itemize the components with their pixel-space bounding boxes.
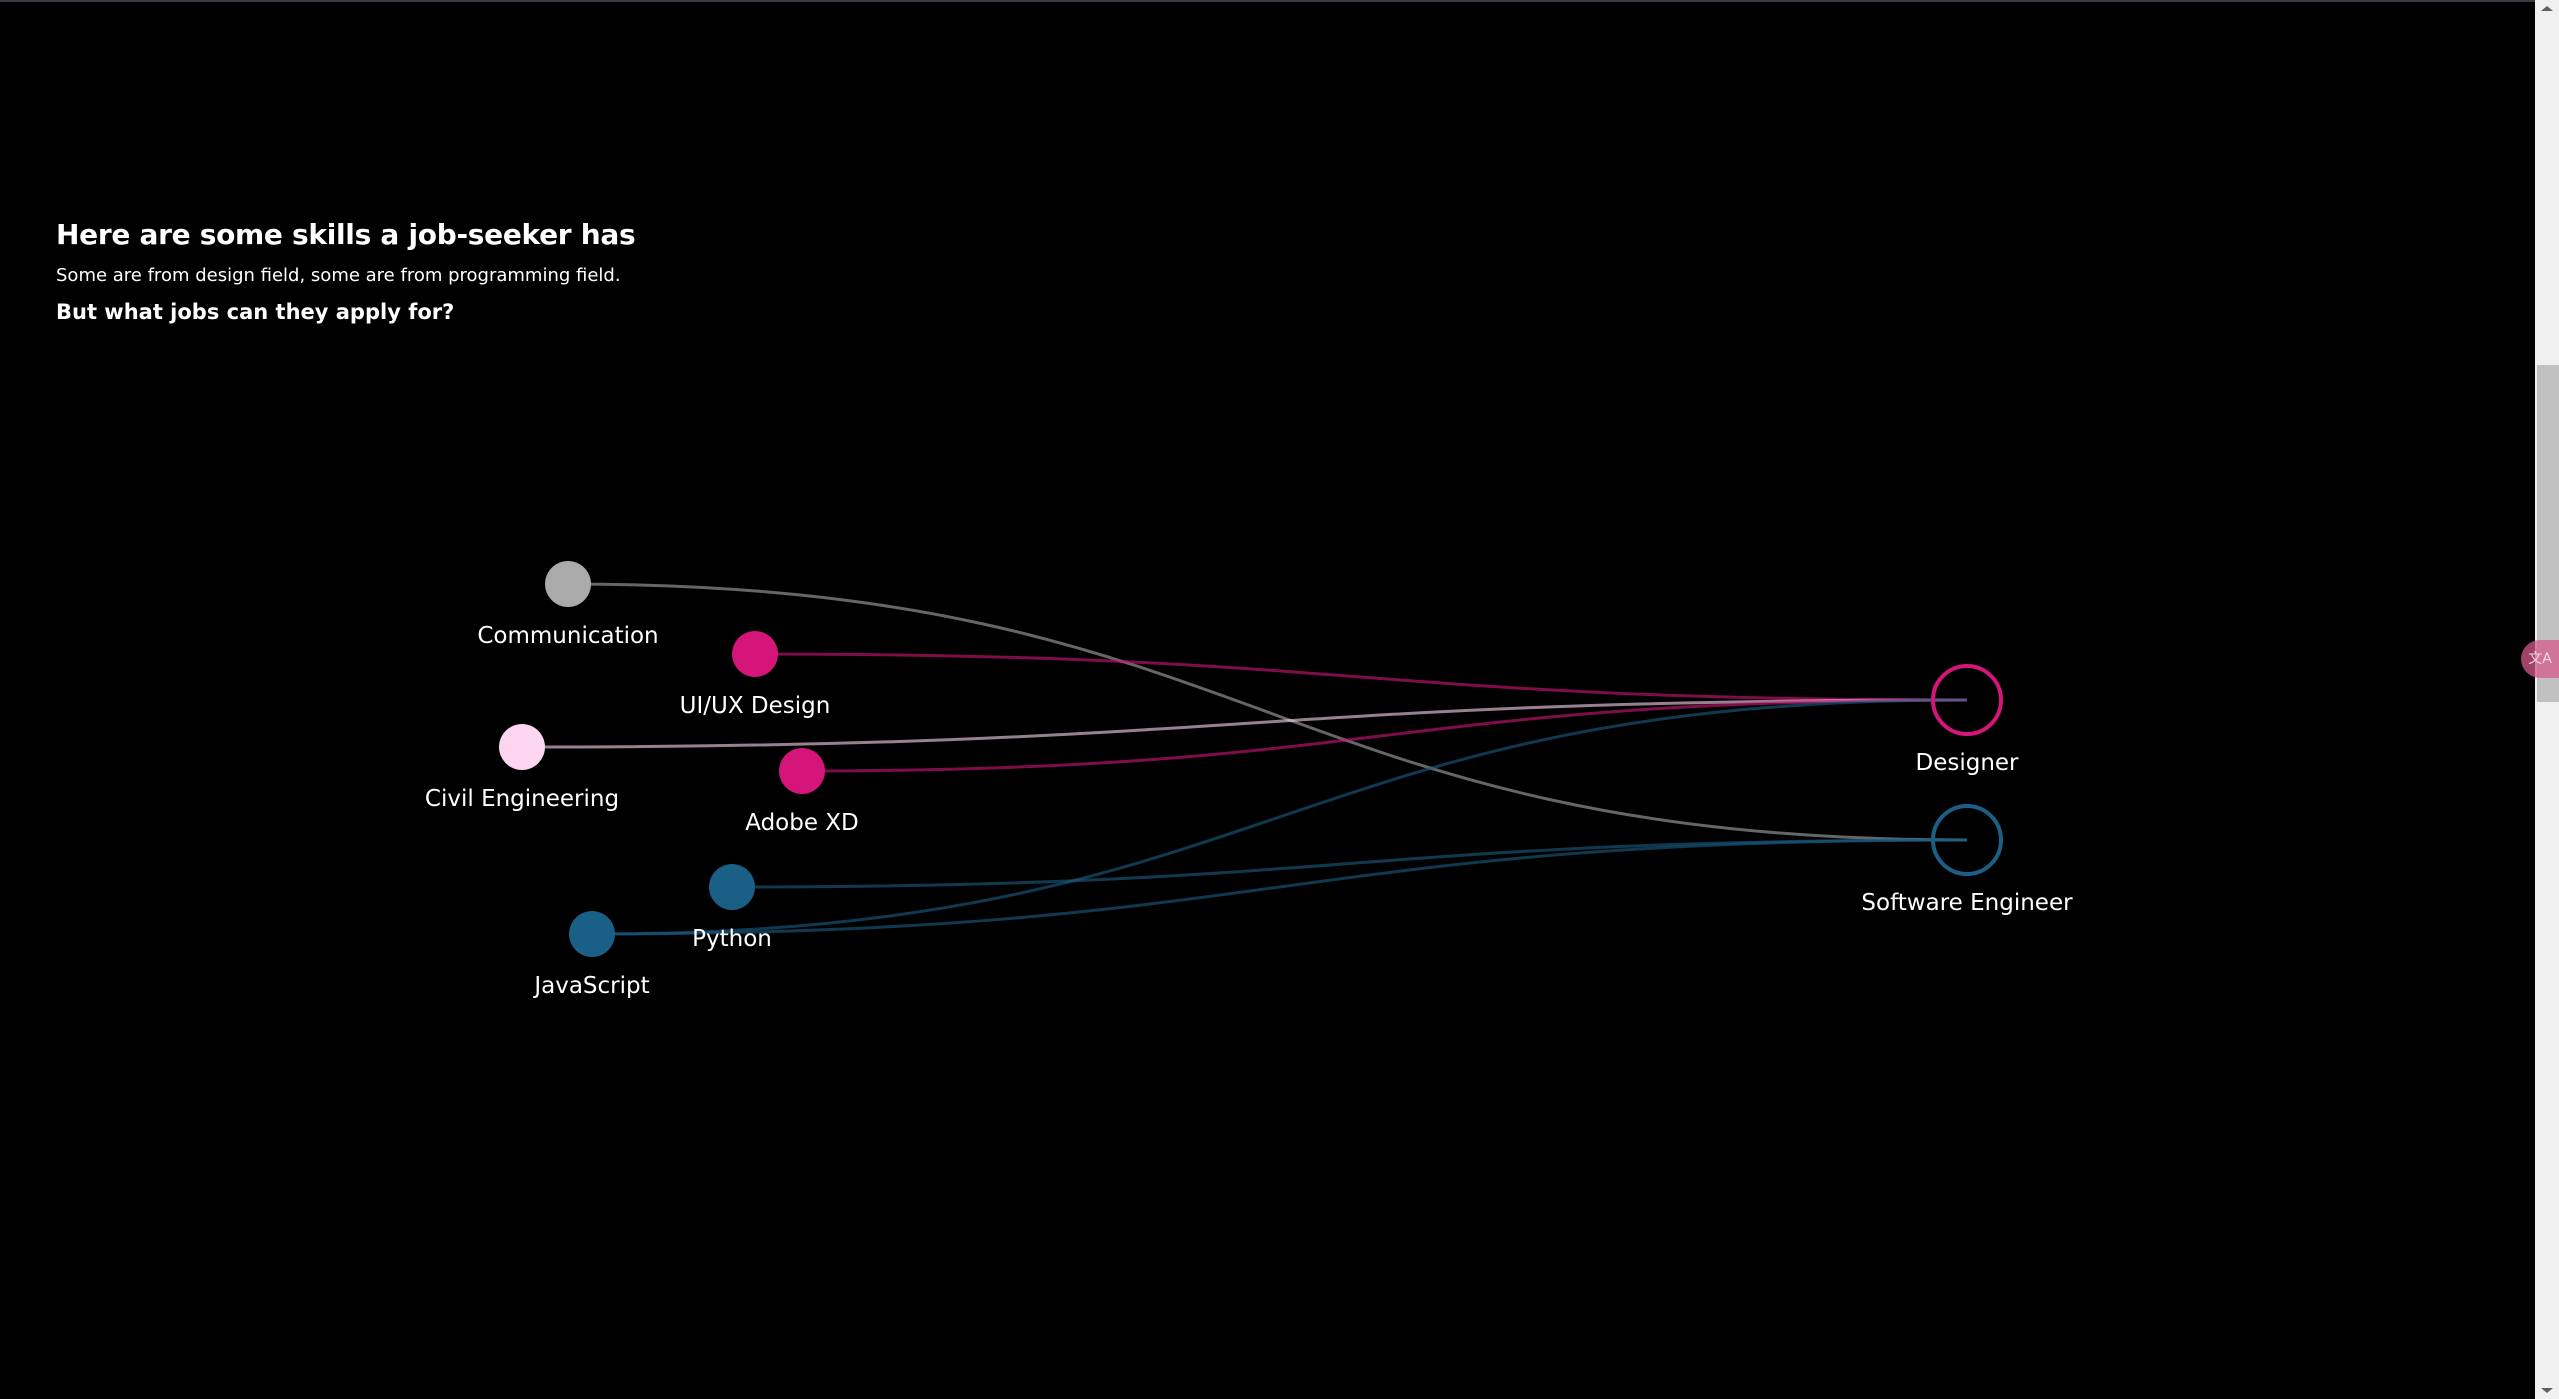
job-label-swe: Software Engineer xyxy=(1861,890,2073,916)
page-subtitle: Some are from design field, some are fro… xyxy=(56,265,621,286)
window-top-border xyxy=(0,0,2535,2)
skill-label-python: Python xyxy=(692,926,772,952)
scroll-down-arrow-icon[interactable] xyxy=(2541,1388,2553,1393)
intro: Here are some skills a job-seeker has So… xyxy=(56,218,636,324)
link-adobexd-designer xyxy=(801,698,1968,773)
link-javascript-swe xyxy=(591,838,1968,936)
skill-node-uiux[interactable] xyxy=(732,631,778,677)
skill-node-python[interactable] xyxy=(709,864,755,910)
skill-label-communication: Communication xyxy=(477,623,658,649)
skill-label-adobexd: Adobe XD xyxy=(745,810,859,836)
skill-label-uiux: UI/UX Design xyxy=(680,693,831,719)
job-node-designer[interactable] xyxy=(1931,664,2003,736)
links xyxy=(521,582,1968,936)
skill-node-communication[interactable] xyxy=(545,561,591,607)
skill-node-adobexd[interactable] xyxy=(779,748,825,794)
vertical-scrollbar[interactable] xyxy=(2535,0,2559,1399)
link-javascript-designer xyxy=(591,698,1968,936)
skill-node-civil[interactable] xyxy=(499,724,545,770)
scrollbar-thumb[interactable] xyxy=(2537,365,2559,702)
skill-node-javascript[interactable] xyxy=(569,911,615,957)
link-civil-designer xyxy=(521,698,1968,749)
skill-label-javascript: JavaScript xyxy=(532,973,649,999)
page-question: But what jobs can they apply for? xyxy=(56,300,455,324)
skill-label-civil: Civil Engineering xyxy=(425,786,619,812)
job-node-swe[interactable] xyxy=(1931,804,2003,876)
link-communication-swe xyxy=(567,582,1968,842)
link-python-swe xyxy=(731,838,1968,889)
translate-icon[interactable]: 文A xyxy=(2521,640,2559,678)
job-label-designer: Designer xyxy=(1915,750,2019,776)
link-uiux-designer xyxy=(754,652,1968,702)
scroll-up-arrow-icon[interactable] xyxy=(2541,6,2553,11)
page-title: Here are some skills a job-seeker has xyxy=(56,218,636,251)
